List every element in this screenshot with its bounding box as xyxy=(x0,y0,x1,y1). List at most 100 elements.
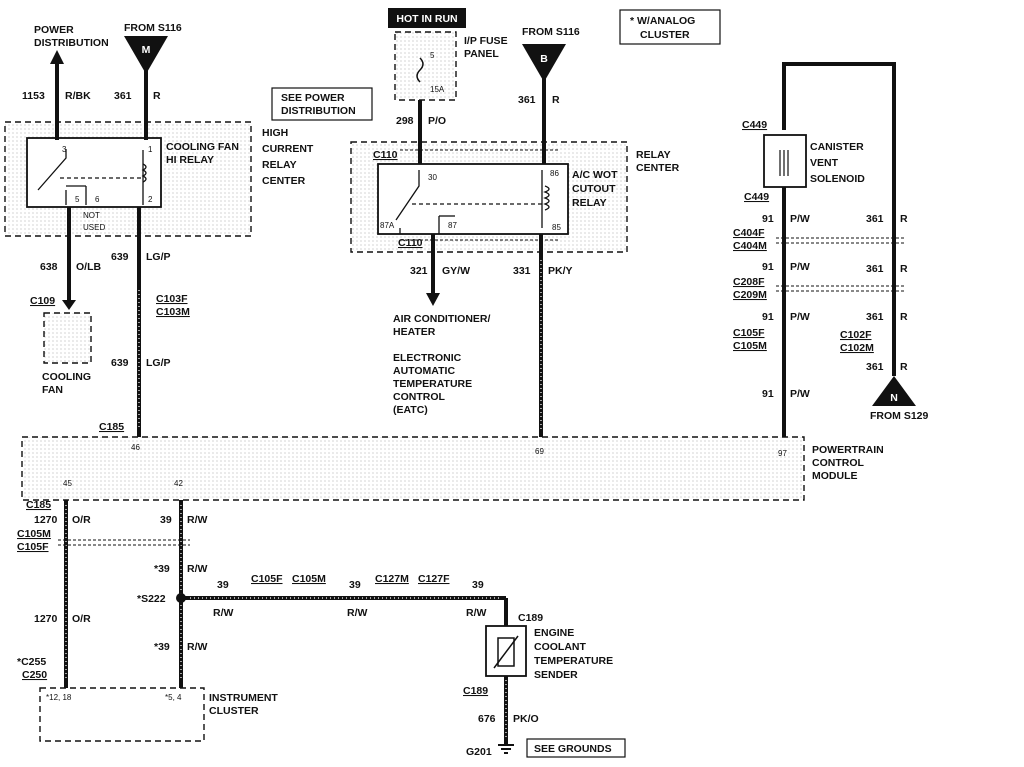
c105m-a: C105M xyxy=(733,340,767,352)
cluster-line1: INSTRUMENT xyxy=(209,692,278,704)
c105f-b: C105F xyxy=(17,541,49,553)
w361-n3-color: R xyxy=(900,311,908,323)
w39-c-num: *39 xyxy=(154,641,170,653)
w39-a-num: 39 xyxy=(160,514,172,526)
canister-line3: SOLENOID xyxy=(810,173,865,185)
see-power-line2: DISTRIBUTION xyxy=(281,105,356,117)
cluster-line2: CLUSTER xyxy=(209,705,259,717)
w638-color: O/LB xyxy=(76,261,101,273)
note-box xyxy=(619,9,721,45)
w298-num: 298 xyxy=(396,115,414,127)
w91-b-num: 91 xyxy=(762,261,774,273)
w39-b-color: R/W xyxy=(187,563,208,575)
w361-n4-num: 361 xyxy=(866,361,884,373)
ac-wot-relay xyxy=(377,163,569,235)
cooling-relay-pin2: 2 xyxy=(148,195,153,204)
c255: *C255 xyxy=(17,656,46,668)
w39-c-color: R/W xyxy=(187,641,208,653)
s222: *S222 xyxy=(137,593,166,605)
ect-line2: COOLANT xyxy=(534,641,586,653)
c103f: C103F xyxy=(156,293,188,305)
w91-a-color: P/W xyxy=(790,213,810,225)
ect-line4: SENDER xyxy=(534,669,578,681)
c185-a: C185 xyxy=(99,421,124,433)
fuse-rating: 15A xyxy=(430,85,445,94)
w1270-a-num: 1270 xyxy=(34,514,58,526)
ect-line3: TEMPERATURE xyxy=(534,655,613,667)
w39-f-color: R/W xyxy=(466,607,487,619)
ac-heater-line2: HEATER xyxy=(393,326,436,338)
note-line2: CLUSTER xyxy=(640,29,690,41)
w361-n3-num: 361 xyxy=(866,311,884,323)
c404f: C404F xyxy=(733,227,765,239)
fuse-symbol xyxy=(416,57,424,83)
ac-heater-line3: ELECTRONIC xyxy=(393,352,462,364)
power-dist-line2: DISTRIBUTION xyxy=(34,37,109,49)
pcm-p42: 42 xyxy=(174,479,183,488)
w638-num: 638 xyxy=(40,261,58,273)
cooling-relay-name1: COOLING FAN xyxy=(166,141,239,153)
ac-relay-p86: 86 xyxy=(550,169,559,178)
pcm-line3: MODULE xyxy=(812,470,858,482)
ac-heater-line6: CONTROL xyxy=(393,391,445,403)
cooling-fan-arrow xyxy=(62,300,76,310)
fuse-panel-line1: I/P FUSE xyxy=(464,35,508,47)
pcm-p69: 69 xyxy=(535,447,544,456)
source-b-triangle xyxy=(522,44,566,82)
c189-b: C189 xyxy=(463,685,488,697)
w361-n1-num: 361 xyxy=(866,213,884,225)
source-n-letter: N xyxy=(890,392,898,404)
c105m-c: C105M xyxy=(292,573,326,585)
source-n-triangle xyxy=(872,376,916,406)
pcm-p97: 97 xyxy=(778,449,787,458)
c404m: C404M xyxy=(733,240,767,252)
w321-num: 321 xyxy=(410,265,428,277)
pcm-box xyxy=(21,436,805,501)
cluster-pb: *5, 4 xyxy=(165,693,182,702)
cooling-fan-relay xyxy=(26,137,162,208)
w331-num: 331 xyxy=(513,265,531,277)
w361-n4-color: R xyxy=(900,361,908,373)
w1153-color: R/BK xyxy=(65,90,91,102)
w639b-color: LG/P xyxy=(146,357,171,369)
ect-line1: ENGINE xyxy=(534,627,574,639)
ac-relay-p87a: 87A xyxy=(380,221,395,230)
c105m-b: C105M xyxy=(17,528,51,540)
g201: G201 xyxy=(466,746,492,758)
source-m-triangle xyxy=(124,36,168,74)
ac-heater-arrow xyxy=(426,293,440,306)
c103m: C103M xyxy=(156,306,190,318)
c110-top: C110 xyxy=(373,149,398,161)
cooling-relay-pin1: 1 xyxy=(148,145,153,154)
w1270-b-num: 1270 xyxy=(34,613,58,625)
c189-a: C189 xyxy=(518,612,543,624)
cluster-pa: *12, 18 xyxy=(46,693,72,702)
see-power-line1: SEE POWER xyxy=(281,92,345,104)
hcrc-line4: CENTER xyxy=(262,175,306,187)
w39-e-num: 39 xyxy=(349,579,361,591)
connector-lines xyxy=(58,149,904,546)
source-b-from: FROM S116 xyxy=(522,26,580,38)
canister-solenoid xyxy=(763,134,807,188)
cooling-fan-box xyxy=(43,312,92,364)
ac-relay-name1: A/C WOT xyxy=(572,169,618,181)
w91-c-color: P/W xyxy=(790,311,810,323)
hcrc-line1: HIGH xyxy=(262,127,288,139)
ac-relay-name3: RELAY xyxy=(572,197,607,209)
c127m: C127M xyxy=(375,573,409,585)
c185-b: C185 xyxy=(26,499,51,511)
fuse-pin: 5 xyxy=(430,51,435,60)
w361-n2-num: 361 xyxy=(866,263,884,275)
see-grounds-label: SEE GROUNDS xyxy=(534,743,612,755)
power-dist-line1: POWER xyxy=(34,24,74,36)
cooling-relay-pin3: 3 xyxy=(62,145,67,154)
pcm-p46: 46 xyxy=(131,443,140,452)
w361-b-color: R xyxy=(552,94,560,106)
see-power-box xyxy=(271,87,373,121)
cooling-relay-name2: HI RELAY xyxy=(166,154,214,166)
w1270-b-color: O/R xyxy=(72,613,91,625)
canister-coil-icon xyxy=(779,150,789,176)
ac-heater-line4: AUTOMATIC xyxy=(393,365,455,377)
pcm-p45: 45 xyxy=(63,479,72,488)
